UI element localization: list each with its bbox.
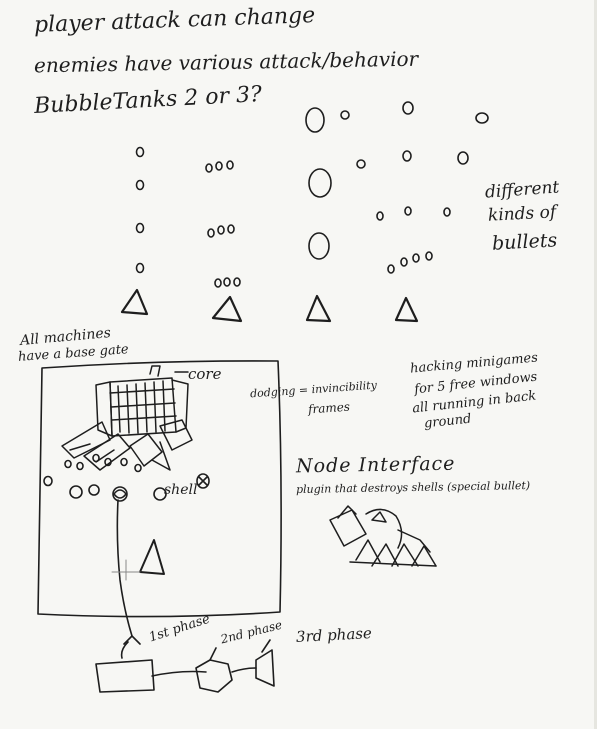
note-shell: shell xyxy=(164,482,198,498)
core-bullets xyxy=(43,453,210,502)
box-ship-shadow xyxy=(111,559,141,581)
bullet-patterns xyxy=(135,101,489,288)
paper-edge xyxy=(594,0,597,729)
flow-line xyxy=(116,499,133,637)
note-core: core xyxy=(188,365,222,383)
box-ship xyxy=(139,539,165,575)
node-interface-drawing xyxy=(329,505,437,567)
game-area-frame xyxy=(37,360,282,618)
phase-diagram xyxy=(95,635,275,693)
core-machine xyxy=(61,365,193,471)
player-ships xyxy=(120,288,419,323)
